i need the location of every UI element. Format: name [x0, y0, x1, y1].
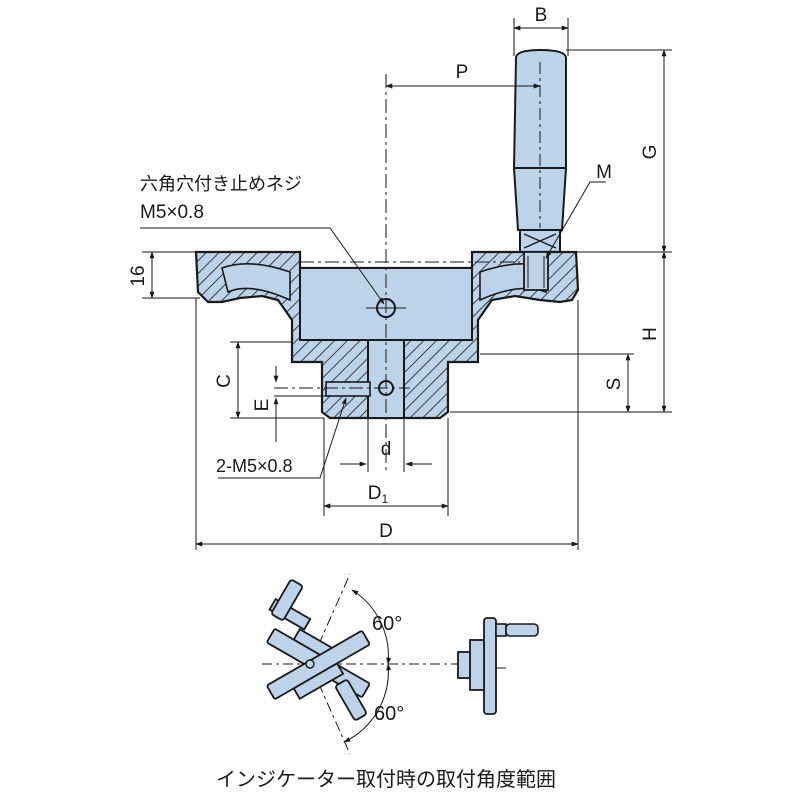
caption: インジケーター取付時の取付角度範囲: [216, 767, 556, 791]
center-lines: [274, 74, 520, 470]
dimension-labels: B P G M H S 16 C E d D1 D 六角穴付き止めネジ M5×0…: [128, 5, 661, 542]
handle-grip: [512, 48, 568, 253]
wheel-side-view: [457, 617, 539, 715]
label-16: 16: [128, 265, 149, 286]
label-d1: D1: [368, 483, 389, 506]
label-s: S: [604, 378, 625, 391]
label-g: G: [640, 145, 661, 160]
label-set-screw-name: 六角穴付き止めネジ: [140, 174, 302, 195]
label-h: H: [640, 327, 661, 341]
section-view: B P G M H S 16 C E d D1 D 六角穴付き止めネジ M5×0…: [128, 5, 672, 550]
wheel-body: [194, 250, 580, 420]
label-angle-top: 60°: [372, 613, 402, 635]
label-c: C: [214, 374, 235, 388]
leader-lines: [140, 181, 606, 479]
wheel-position-lower: [266, 630, 371, 701]
angle-diagram: 60° 60° インジケーター取付時の取付角度範囲: [216, 573, 556, 791]
label-b: B: [535, 5, 548, 26]
label-m: M: [596, 162, 612, 183]
label-p: P: [456, 62, 469, 83]
label-tapped-holes: 2-M5×0.8: [216, 456, 293, 476]
label-d: D: [379, 521, 393, 542]
dimension-lines: [142, 18, 672, 550]
label-angle-bottom: 60°: [374, 703, 404, 725]
label-set-screw-size: M5×0.8: [140, 202, 204, 223]
label-e: E: [252, 399, 273, 412]
label-d-small: d: [381, 439, 392, 460]
